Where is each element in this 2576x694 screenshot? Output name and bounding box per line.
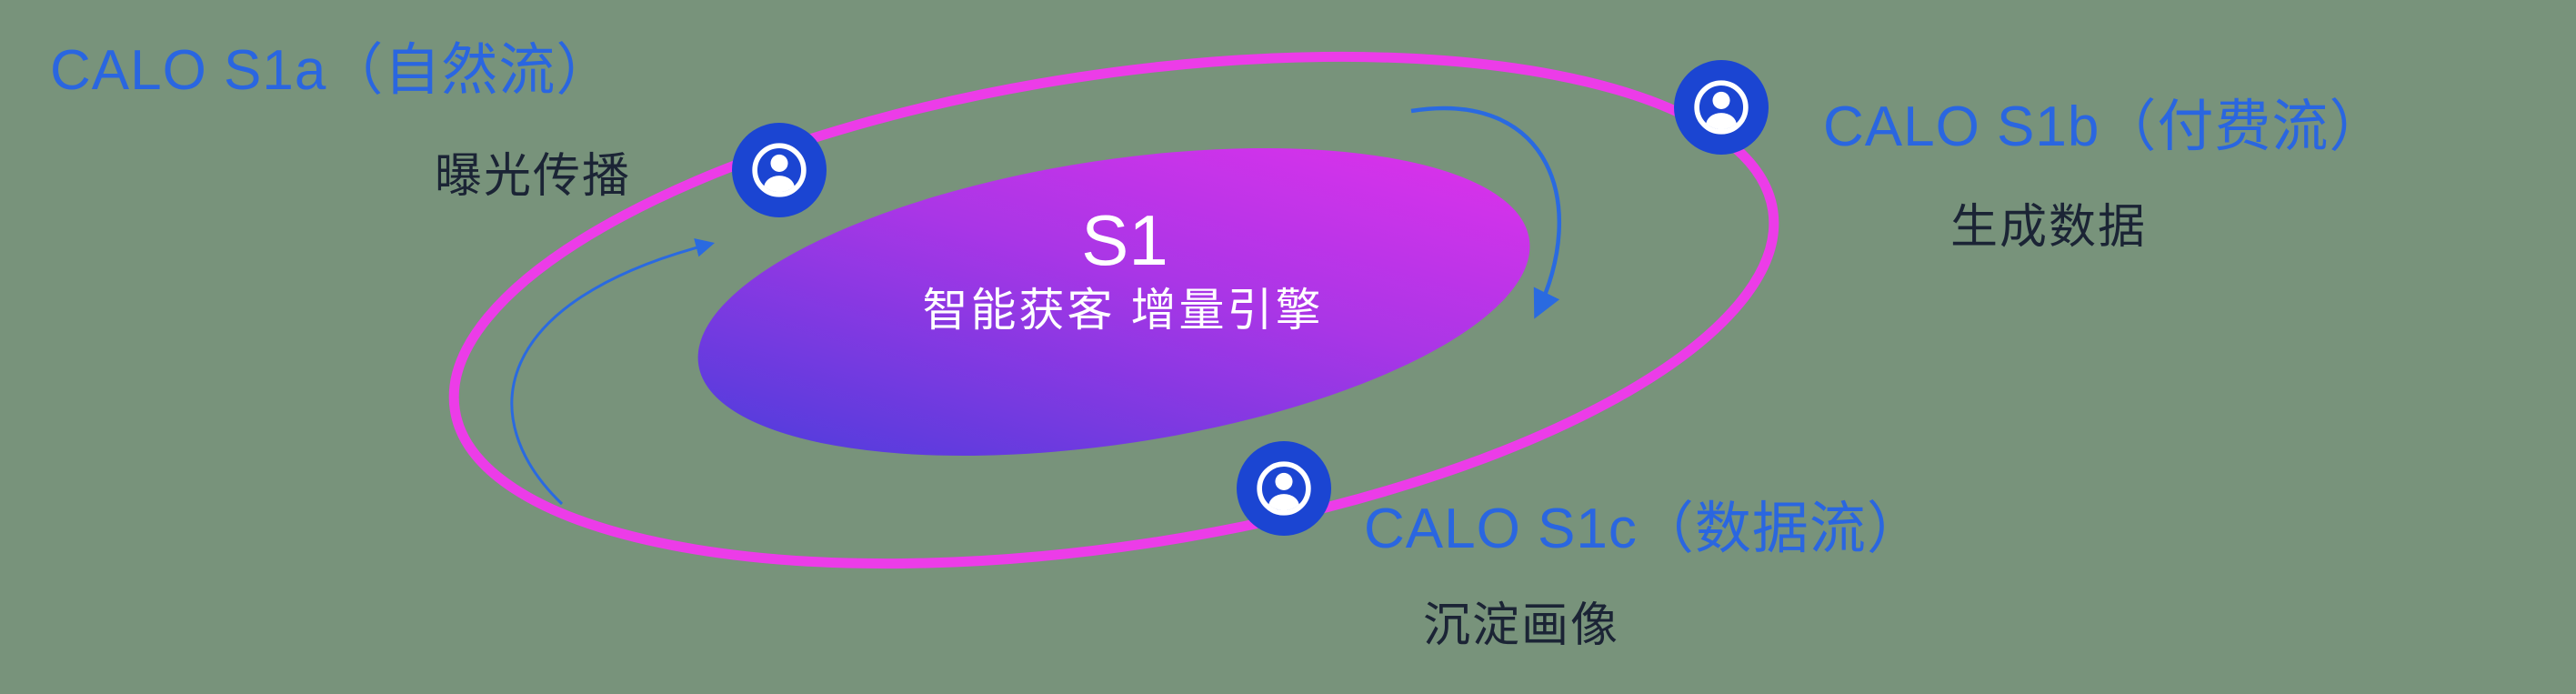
node-label-s1c: CALO S1c（数据流） xyxy=(1364,498,1924,560)
node-sublabel-s1b: 生成数据 xyxy=(1950,201,2148,254)
orbit-ring xyxy=(448,51,1779,569)
user-icon-s1a xyxy=(732,123,827,217)
node-label-s1a: CALO S1a（自然流） xyxy=(50,39,614,102)
user-icon-s1b xyxy=(1674,60,1769,155)
flow-arrow-left xyxy=(510,238,716,506)
core-title: S1 xyxy=(1081,200,1168,280)
flow-arrow-right xyxy=(1410,106,1562,319)
node-sublabel-s1a: 曝光传播 xyxy=(435,150,632,203)
user-in-circle-icon xyxy=(732,123,827,217)
core-subtitle: 智能获客 增量引擎 xyxy=(922,285,1324,336)
user-in-circle-icon xyxy=(1674,60,1769,155)
core-ellipse xyxy=(697,147,1530,457)
node-label-s1b: CALO S1b（付费流） xyxy=(1823,96,2387,158)
node-sublabel-s1c: 沉淀画像 xyxy=(1423,599,1620,652)
user-in-circle-icon xyxy=(1237,441,1331,536)
user-icon-s1c xyxy=(1237,441,1331,536)
